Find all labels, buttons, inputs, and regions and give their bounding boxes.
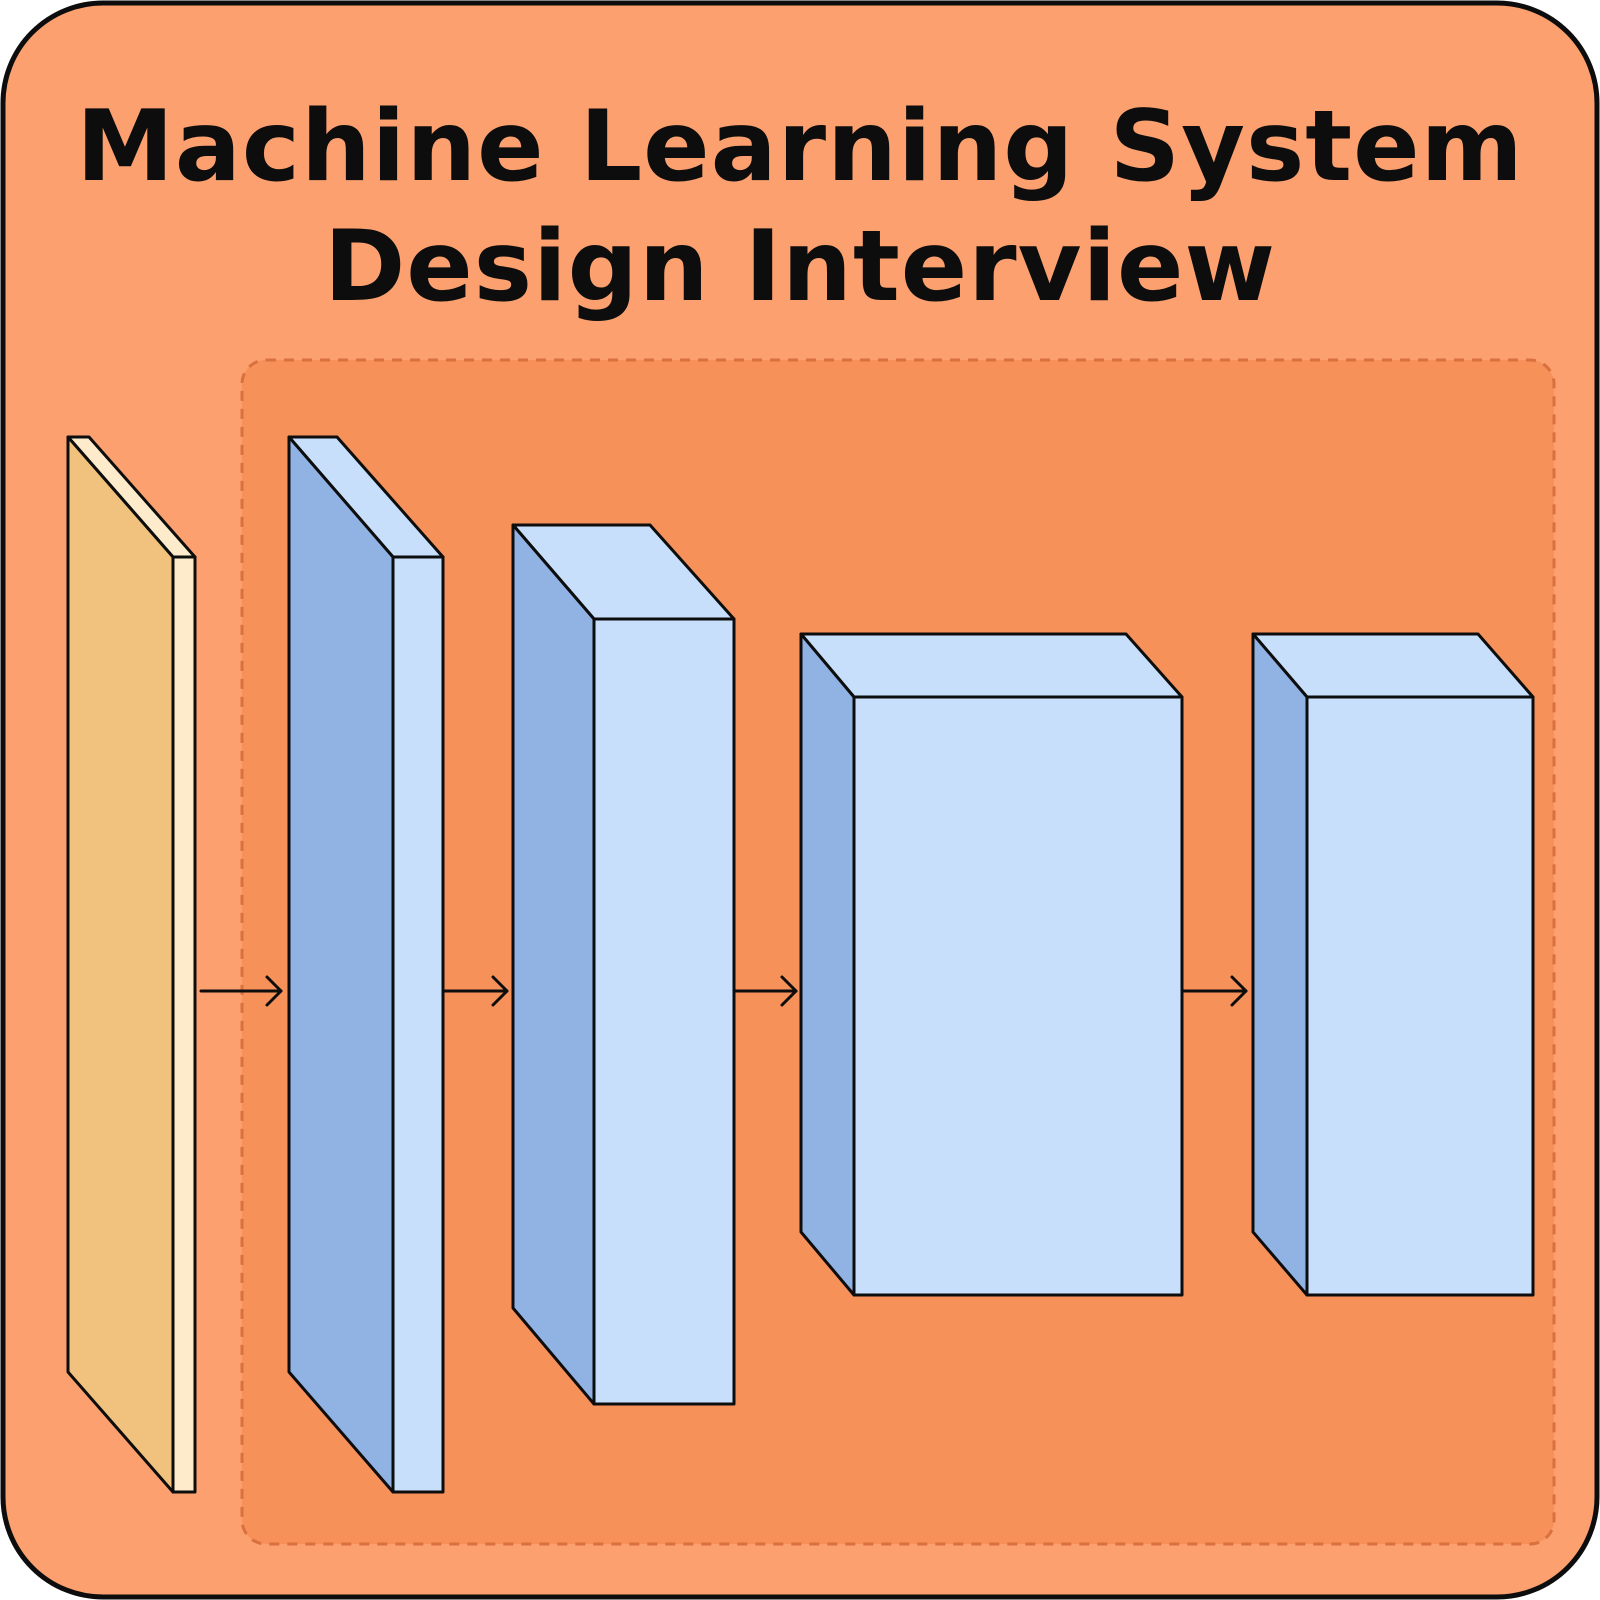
input-layer-front-face xyxy=(171,555,197,1494)
conv-layer-1-front-face xyxy=(391,555,445,1494)
title-line-1: Machine Learning System xyxy=(76,90,1523,204)
arrow-2-right-arrow-icon xyxy=(442,975,509,1007)
conv-layer-3 xyxy=(799,632,1184,1297)
output-layer xyxy=(1251,632,1535,1297)
conv-layer-3-side-face xyxy=(799,632,856,1297)
title-line-2: Design Interview xyxy=(324,210,1276,324)
input-layer-side-face xyxy=(66,435,175,1494)
conv-layer-2-side-face xyxy=(511,523,596,1406)
arrow-1-right-arrow-icon xyxy=(199,975,283,1007)
conv-layer-1 xyxy=(287,435,445,1494)
conv-layer-1-side-face xyxy=(287,435,395,1494)
input-layer xyxy=(66,435,197,1494)
conv-layer-3-top-face xyxy=(799,632,1184,699)
output-layer-side-face xyxy=(1251,632,1309,1297)
conv-layer-2 xyxy=(511,523,736,1406)
conv-layer-3-front-face xyxy=(852,695,1184,1297)
conv-layer-2-front-face xyxy=(592,617,736,1406)
arrow-4-right-arrow-icon xyxy=(1181,975,1248,1007)
output-layer-front-face xyxy=(1305,695,1535,1297)
arrow-3-right-arrow-icon xyxy=(733,975,798,1007)
page-title: Machine Learning System Design Interview xyxy=(76,90,1523,324)
